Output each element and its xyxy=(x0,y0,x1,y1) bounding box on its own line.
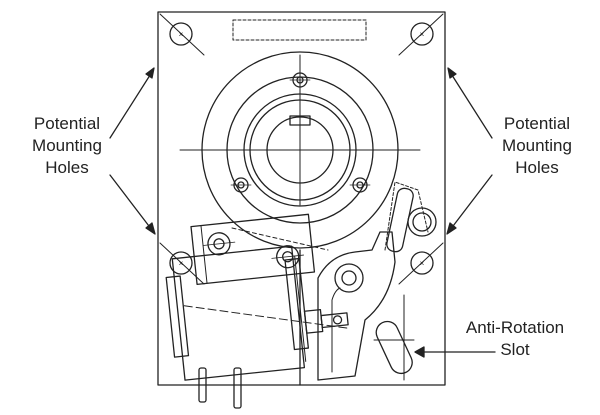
label-anti-rotation-slot: Anti-Rotation Slot xyxy=(440,317,590,361)
svg-text:×: × xyxy=(420,30,425,39)
label-right-potential-mounting-holes: Potential Mounting Holes xyxy=(478,113,596,179)
hub-screw-left xyxy=(231,178,251,192)
label-line: Mounting xyxy=(502,136,572,155)
label-line: Holes xyxy=(515,158,559,177)
torque-arm xyxy=(318,232,395,380)
svg-text:×: × xyxy=(179,259,184,268)
label-line: Potential xyxy=(503,114,571,133)
label-line: Slot xyxy=(500,340,530,359)
arrow-slot xyxy=(415,347,495,357)
mounting-hole-top-right: × xyxy=(399,14,443,55)
svg-text:×: × xyxy=(420,259,425,268)
torque-arm-pivot-inner xyxy=(342,271,356,285)
label-line: Anti-Rotation xyxy=(465,318,565,337)
motor-hub-dashed-link xyxy=(232,228,328,250)
hub-screw-top xyxy=(290,73,310,87)
label-line: Holes xyxy=(45,158,89,177)
right-arm-dashed xyxy=(385,182,428,250)
label-line: Mounting xyxy=(32,136,102,155)
torque-arm-pivot-outer xyxy=(335,264,363,292)
housing-plate xyxy=(158,12,445,385)
arrow-left-up xyxy=(110,68,154,138)
label-left-potential-mounting-holes: Potential Mounting Holes xyxy=(8,113,126,179)
right-ring-inner xyxy=(413,213,431,231)
torque-arm-inner-edge xyxy=(332,288,340,372)
hub-screw-right xyxy=(350,178,370,192)
svg-text:×: × xyxy=(179,30,184,39)
nameplate-outline xyxy=(233,20,366,40)
arrow-right-down xyxy=(447,175,492,234)
label-line: Potential xyxy=(33,114,101,133)
mounting-hole-top-left: × xyxy=(160,14,204,55)
main-hub xyxy=(180,52,420,248)
motor-assembly xyxy=(161,211,354,381)
mounting-hole-mid-right: × xyxy=(399,243,443,284)
right-ring-outer xyxy=(408,208,436,236)
motor-lead-wires xyxy=(199,368,241,408)
arrow-right-up xyxy=(448,68,492,138)
arrow-left-down xyxy=(110,175,155,234)
anti-rotation-slot xyxy=(373,318,416,377)
